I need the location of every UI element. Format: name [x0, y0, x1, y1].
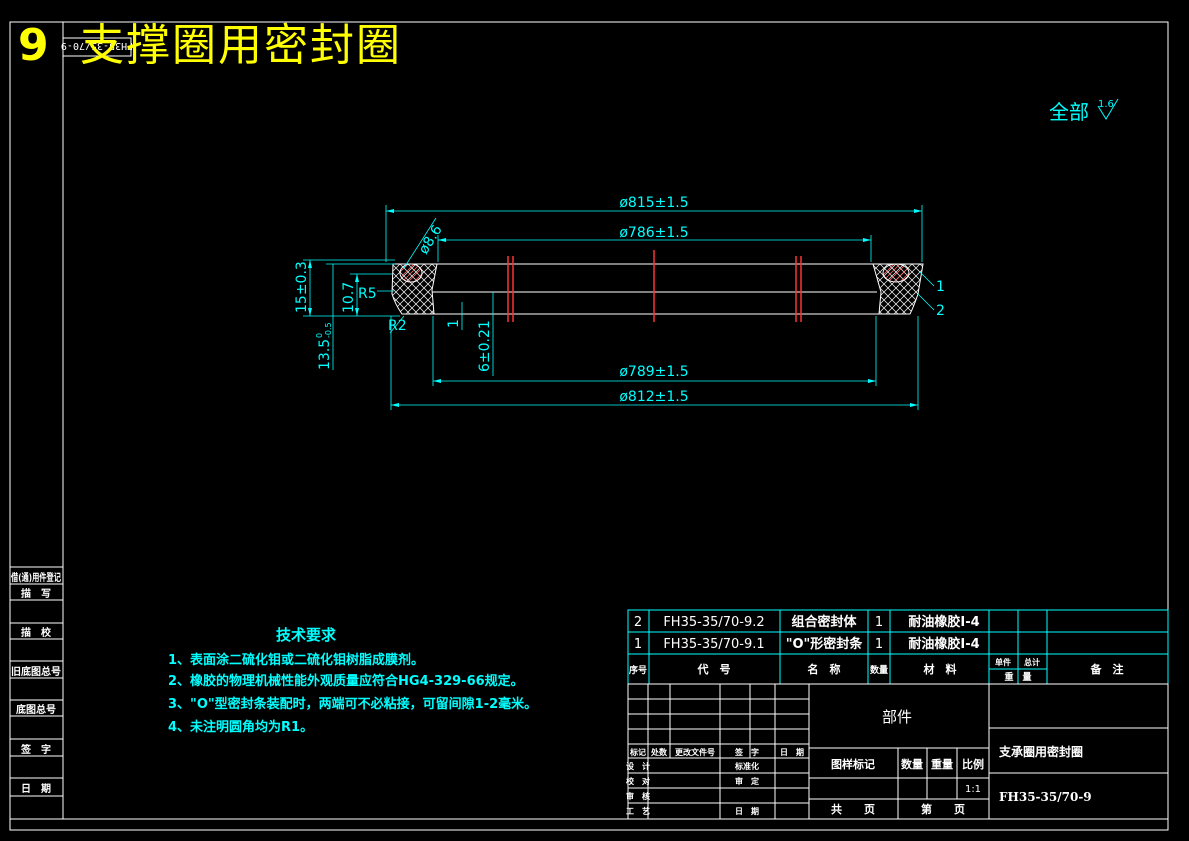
- tb-drawing-name: 支承圈用密封圈: [998, 744, 1083, 759]
- tech-req-item-2: 2、橡胶的物理机械性能外观质量应符合HG4-329-66规定。: [168, 673, 524, 689]
- strip-label-3: 旧底图总号: [11, 665, 61, 678]
- tb-category: 部件: [882, 708, 912, 726]
- seal-ring-drawing: [391, 250, 924, 322]
- strip-label-1: 描 写: [21, 587, 51, 600]
- tb-scale-label: 比例: [962, 757, 984, 771]
- change-hdr-sign: 签 字: [734, 747, 759, 757]
- bom-row-1-seq: 1: [634, 637, 642, 652]
- dim-r5: R5: [358, 286, 377, 302]
- dim-d789: ø789±1.5: [619, 364, 688, 380]
- part-label-2: 2: [936, 303, 945, 319]
- dim-h10-7: 10.7: [341, 282, 357, 313]
- dim-d812: ø812±1.5: [619, 389, 688, 405]
- tb-scale-value: 1:1: [965, 784, 981, 795]
- left-o-ring: [399, 263, 423, 283]
- right-o-ring: [882, 263, 910, 283]
- bom-header-code: 代 号: [697, 662, 731, 676]
- strip-label-5: 签 字: [20, 743, 51, 756]
- change-hdr-doc: 更改文件号: [675, 747, 715, 757]
- tb-total-sheets: 共 页: [831, 802, 875, 816]
- strip-label-0: 借(通)用件登记: [10, 571, 61, 584]
- bom-row-2-code: FH35-35/70-9.2: [663, 615, 764, 630]
- tb-qty-label: 数量: [901, 757, 923, 771]
- bom-header-material: 材 料: [924, 662, 957, 676]
- dim-h6: 6±0.21: [477, 320, 493, 372]
- dim-h13-5-tol-upper: 0: [315, 333, 324, 338]
- tb-sheet-no: 第 页: [921, 802, 965, 816]
- mirrored-code: FH35-35/70-9: [61, 40, 133, 51]
- inner-border: [62, 21, 1169, 820]
- tb-weight-label: 重量: [931, 757, 953, 771]
- strip-label-4: 底图总号: [16, 703, 56, 716]
- role-approve: 审 定: [735, 776, 759, 786]
- dim-h1: 1: [446, 319, 462, 328]
- bom-row-2-seq: 2: [634, 615, 642, 630]
- role-standard: 标准化: [734, 761, 759, 771]
- bom-header-seq: 序号: [629, 664, 647, 676]
- dim-d815: ø815±1.5: [619, 195, 688, 211]
- code-box: [62, 37, 132, 57]
- bom-row-2-qty: 1: [875, 615, 883, 630]
- role-review: 审 核: [626, 791, 650, 801]
- dim-r2: R2: [388, 318, 407, 334]
- role-design: 设 计: [626, 761, 650, 771]
- title-block: [627, 683, 1169, 820]
- tech-req-item-4: 4、未注明圆角均为R1。: [168, 719, 313, 735]
- change-hdr-mark: 标记: [629, 747, 646, 757]
- tech-req-title: 技术要求: [276, 626, 337, 644]
- tb-drawing-code: FH35-35/70-9: [999, 790, 1092, 804]
- bom-row-1-code: FH35-35/70-9.1: [663, 637, 764, 652]
- surface-finish-icon: [1097, 98, 1119, 120]
- bom-row-2-material: 耐油橡胶I-4: [908, 614, 979, 630]
- role-date: 日 期: [735, 806, 759, 816]
- change-hdr-count: 处数: [650, 747, 668, 757]
- strip-label-2: 描 校: [21, 626, 52, 639]
- bom-header-weight: 重 量: [1004, 671, 1031, 683]
- surface-finish-label: 全部: [1049, 100, 1089, 124]
- tech-req-item-3: 3、"O"型密封条装配时，两端可不必粘接，可留间隙1-2毫米。: [168, 696, 537, 712]
- header-number: 9: [18, 20, 49, 71]
- change-hdr-date: 日 期: [780, 747, 804, 757]
- role-process: 工 艺: [626, 806, 650, 816]
- bom-header-qty: 数量: [870, 664, 888, 676]
- left-strip: [9, 566, 64, 820]
- bom-row-2-name: 组合密封体: [791, 614, 857, 630]
- bom-row-1-qty: 1: [875, 637, 883, 652]
- role-check: 校 对: [626, 776, 650, 786]
- dim-h15: 15±0.3: [294, 261, 310, 313]
- dim-d786: ø786±1.5: [619, 225, 688, 241]
- bom-header-name: 名 称: [808, 662, 841, 676]
- dim-h13-5: 13.5: [317, 339, 333, 370]
- surface-finish-value: 1.6: [1098, 99, 1114, 110]
- dimension-arrows: [308, 209, 922, 407]
- strip-label-6: 日 期: [21, 782, 51, 795]
- bom-header-remarks: 备 注: [1090, 662, 1124, 676]
- tb-stage-label: 图样标记: [831, 757, 875, 771]
- part-label-1: 1: [936, 279, 945, 295]
- bom-row-1-name: "O"形密封条: [786, 636, 864, 652]
- bom-header-total: 总计: [1024, 657, 1040, 667]
- bom-row-1-material: 耐油橡胶I-4: [908, 636, 979, 652]
- dim-h13-5-tol-lower: -0.5: [324, 322, 333, 338]
- tech-req-item-1: 1、表面涂二硫化钼或二硫化钼树脂成膜剂。: [168, 652, 424, 668]
- header-title: 支撑圈用密封圈: [80, 20, 402, 71]
- bom-header-unit: 单件: [995, 657, 1011, 667]
